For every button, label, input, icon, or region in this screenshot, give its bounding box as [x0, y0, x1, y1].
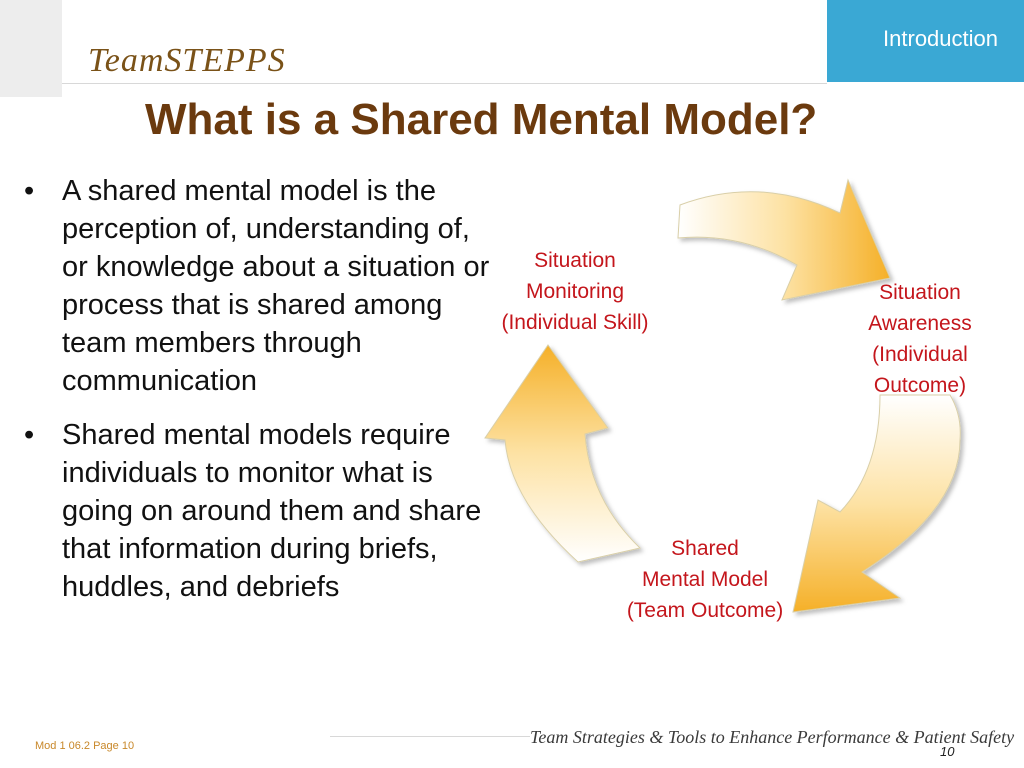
slide-title: What is a Shared Mental Model?: [145, 95, 818, 144]
cycle-arrow-top: [677, 178, 891, 301]
footer-divider: [330, 736, 530, 737]
bullet-item: • A shared mental model is the perceptio…: [24, 172, 492, 400]
page-number: 10: [940, 744, 955, 759]
header-side-strip: [0, 0, 62, 97]
bullet-marker: •: [24, 419, 35, 451]
section-label: Introduction: [883, 26, 998, 51]
section-tab: Introduction: [827, 0, 1024, 82]
bullet-text: A shared mental model is the perception …: [62, 175, 490, 397]
bullet-item: • Shared mental models require individua…: [24, 416, 492, 606]
node-situation-monitoring: Situation Monitoring (Individual Skill): [501, 249, 649, 334]
bullet-marker: •: [24, 175, 35, 207]
footer-module-label: Mod 1 06.2 Page 10: [35, 740, 135, 752]
node-situation-awareness: Situation Awareness (Individual Outcome): [868, 281, 972, 397]
node-shared-mental-model: Shared Mental Model (Team Outcome): [626, 537, 784, 622]
cycle-arrow-left: [484, 344, 642, 563]
footer-tagline: Team Strategies & Tools to Enhance Perfo…: [530, 727, 1015, 747]
bullet-text: Shared mental models require individuals…: [62, 419, 482, 603]
bullet-list: • A shared mental model is the perceptio…: [24, 172, 492, 622]
teamstepps-logo: TeamSTEPPS: [88, 42, 286, 79]
cycle-arrow-right: [792, 394, 961, 613]
header-divider: [62, 83, 827, 84]
